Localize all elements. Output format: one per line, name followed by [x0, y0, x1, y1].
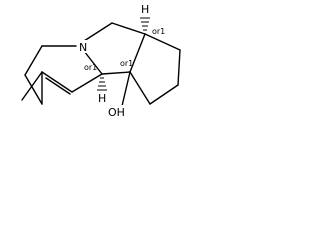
- bond-c5-c6: [177, 49, 181, 86]
- methyl-bond: [21, 71, 43, 101]
- hydroxyl-bond: [121, 71, 131, 107]
- bond-c6-c7: [149, 84, 179, 105]
- hydroxyl-label: OH: [108, 106, 125, 119]
- hashed-wedge-top: [140, 17, 150, 31]
- hydrogen-bottom-label: H: [98, 92, 106, 105]
- bond-ch2-c7a: [111, 22, 146, 35]
- cyclopentane-ring: [129, 33, 181, 105]
- bond-ch-fusion: [71, 73, 103, 93]
- hydrogen-top-label: H: [141, 3, 149, 16]
- bond-c10a-fusion: [101, 71, 131, 75]
- stereo-label-top-right: or1: [152, 27, 165, 36]
- bond-fusion-n: [83, 50, 103, 75]
- bond-n-ch2: [83, 22, 113, 42]
- molecule-structure: N OH H H or1 or1 or1: [21, 3, 181, 119]
- bond-c1-c2: [24, 45, 43, 76]
- nitrogen-label: N: [79, 41, 87, 54]
- tetrahydropyridine-ring: [24, 45, 103, 105]
- hashed-wedge-bottom: [97, 77, 107, 91]
- bond-c2-c3: [24, 74, 43, 105]
- stereo-label-center-lower: or1: [84, 63, 97, 72]
- pyrrolidine-ring: [83, 22, 146, 75]
- stereo-label-center-upper: or1: [120, 59, 133, 68]
- bond-methylc-ch: [41, 71, 73, 93]
- bond-c7a-c5: [144, 33, 181, 51]
- bond-c7a-c10a: [129, 33, 146, 73]
- bond-double-inner: [45, 77, 71, 95]
- bond-c7-c10a: [129, 71, 151, 105]
